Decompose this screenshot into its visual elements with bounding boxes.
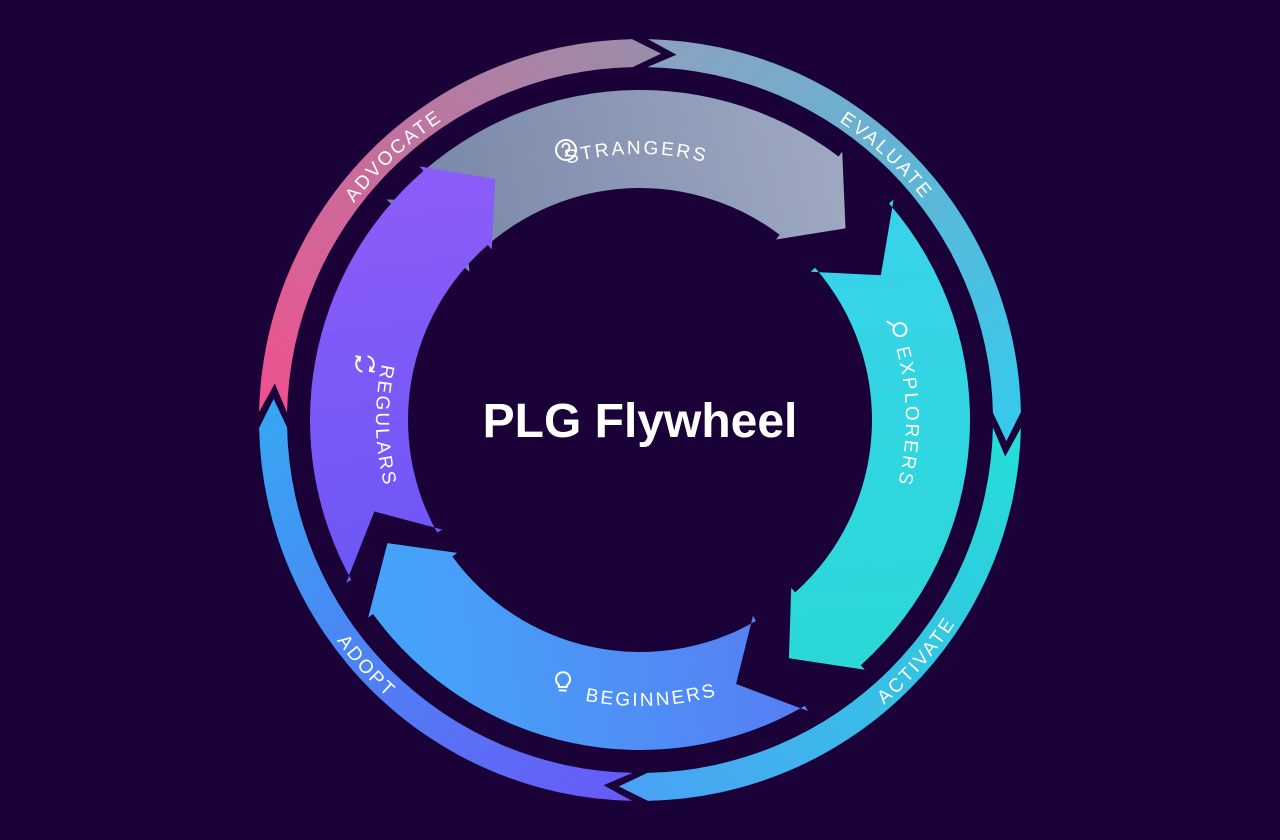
inner-segment-strangers [386,90,846,272]
outer-segment-advocate [259,39,662,413]
outer-ring [259,39,1021,801]
inner-segment-regulars [310,166,496,583]
outer-segment-evaluate [647,39,1021,442]
lightbulb-icon [555,671,572,692]
inner-ring [310,90,970,751]
outer-label-adopt: ADOPT [333,631,400,702]
question-circle-icon [555,139,577,161]
outer-segment-adopt [259,398,633,801]
page-title: PLG Flywheel [483,395,798,448]
outer-label-evaluate: EVALUATE [836,108,936,203]
inner-segment-explorers [788,199,970,670]
outer-segment-activate [618,427,1021,801]
magnifier-icon [886,320,908,338]
inner-segment-beginners [368,543,808,751]
refresh-icon [355,355,375,373]
